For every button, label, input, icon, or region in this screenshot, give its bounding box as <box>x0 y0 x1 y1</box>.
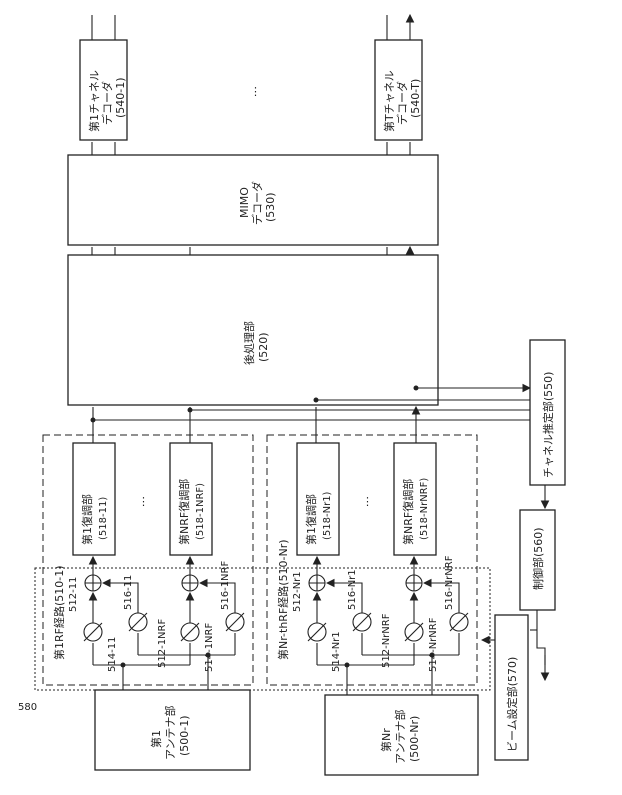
label: 514-1NRF <box>204 623 215 672</box>
channel-decoder-T: 第Tチャネル デコーダ (540-T) <box>375 40 422 140</box>
label: (540-T) <box>409 79 422 118</box>
ellipsis: ⋮ <box>138 495 149 508</box>
label: (540-1) <box>114 77 127 118</box>
label: 第1復調部 <box>304 494 318 545</box>
channel-estimator: チャネル推定部(550) <box>530 340 565 485</box>
label: (500-1) <box>178 715 191 756</box>
label: チャネル推定部(550) <box>541 372 555 478</box>
label: 第1復調部 <box>80 494 94 545</box>
label: 514-NrNRF <box>428 617 439 672</box>
label: デコーダ <box>100 81 114 125</box>
label: デコーダ <box>250 181 264 225</box>
beam-setter: ビーム設定部(570) <box>495 615 528 760</box>
antenna-1: 第1 アンテナ部 (500-1) <box>95 690 250 770</box>
label: (518-NrNRF) <box>419 478 430 540</box>
label: アンテナ部 <box>163 705 177 760</box>
channel-decoder-1: 第1チャネル デコーダ (540-1) <box>80 40 127 140</box>
output-arrows <box>92 15 410 40</box>
label: 第1チャネル <box>87 70 101 132</box>
label: ビーム設定部(570) <box>505 657 519 752</box>
label: (520) <box>257 332 270 362</box>
label: (530) <box>264 192 277 222</box>
label: 514-Nr1 <box>331 631 342 672</box>
ellipsis: ⋮ <box>362 495 373 508</box>
ellipsis: ⋮ <box>250 85 261 98</box>
label: 第1RF経路(510-1) <box>52 565 66 660</box>
controller: 制御部(560) <box>520 510 555 610</box>
label: デコーダ <box>395 81 409 125</box>
label: アンテナ部 <box>393 709 407 764</box>
label: (518-1NRF) <box>195 483 206 540</box>
antenna-Nr: 第Nr アンテナ部 (500-Nr) <box>325 695 478 775</box>
label: (518-11) <box>98 497 109 540</box>
label: 512-Nr1 <box>292 571 303 612</box>
group-label: 580 <box>18 702 37 713</box>
label: (500-Nr) <box>408 716 421 762</box>
label: 第Tチャネル <box>382 70 396 132</box>
label: 第NRF復調部 <box>401 479 415 545</box>
label: 第Nr-thRF経路(510-Nr) <box>276 539 290 660</box>
label: 512-NrNRF <box>381 613 392 668</box>
rf-path-1: 第1RF経路(510-1) 第1復調部 (518-11) 516-11 第NRF復調部 (… <box>43 435 253 690</box>
line <box>537 610 545 665</box>
label: MIMO <box>238 187 251 218</box>
label: 516-Nr1 <box>347 569 358 610</box>
post-processor: 後処理部 (520) <box>68 255 438 405</box>
label: (518-Nr1) <box>322 491 333 540</box>
label: 516-11 <box>123 575 134 610</box>
label: 514-11 <box>107 637 118 672</box>
label: 第Nr <box>379 728 393 752</box>
label: 制御部(560) <box>531 527 545 590</box>
rf-path-Nr: 第Nr-thRF経路(510-Nr) 第1復調部 (518-Nr1) 516-Nr1 第… <box>267 435 477 695</box>
label: 第1 <box>149 730 163 748</box>
label: 第NRF復調部 <box>177 479 191 545</box>
mimo-decoder: MIMO デコーダ (530) <box>68 155 438 245</box>
label: 512-1NRF <box>157 619 168 668</box>
label: 512-11 <box>68 577 79 612</box>
label: 516-1NRF <box>220 561 231 610</box>
label: 後処理部 <box>242 321 256 365</box>
